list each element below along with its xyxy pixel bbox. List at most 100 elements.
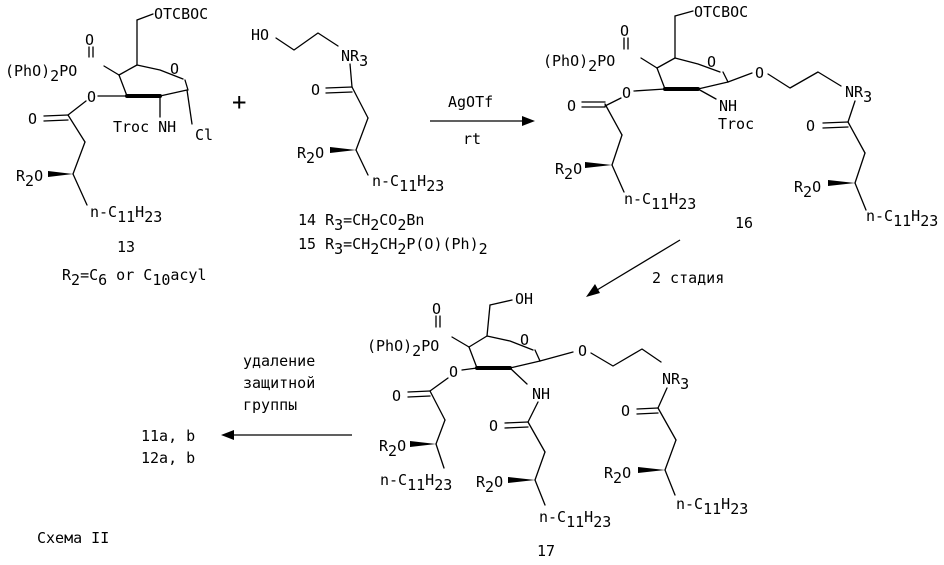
reagent-14-15: HO NR3 O R2O n-C11H23 14 R3=CH2CO2Bn 15 … xyxy=(251,26,488,258)
reagent-14-definition: 14 R3=CH2CO2Bn xyxy=(298,211,424,234)
c17-nh-acyl-bond xyxy=(528,402,538,422)
c17-nh-chain-bond xyxy=(528,422,545,452)
reagent-chain-bond xyxy=(352,87,368,118)
c17-linker-bonds xyxy=(591,349,661,366)
c16-stereo-wedge xyxy=(585,162,612,168)
arrow1-head xyxy=(522,116,535,126)
c13-stereo-wedge xyxy=(48,171,73,177)
c17-ester-oxygen: O xyxy=(449,363,458,381)
c17-nh-chain-bond xyxy=(535,452,545,480)
c17-nh-r2o-label: R2O xyxy=(476,473,503,496)
arrow3-label-line3: группы xyxy=(243,396,297,414)
scheme-caption: Схема II xyxy=(37,529,109,547)
c16-chain-label: n-C11H23 xyxy=(624,190,696,213)
products-line-2: 12a, b xyxy=(141,449,195,467)
c17-carbonyl-oxygen: O xyxy=(392,387,401,405)
reagent-15-definition: 15 R3=CH2CH2P(O)(Ph)2 xyxy=(298,235,488,258)
c16-side-chain-bond xyxy=(855,183,866,210)
products-line-1: 11a, b xyxy=(141,427,195,445)
c13-cl-bond xyxy=(187,90,192,124)
c17-carbonyl-bond xyxy=(408,391,430,392)
arrow3-head xyxy=(221,430,234,440)
c16-anomeric-bond xyxy=(728,73,752,82)
reagent-nr3-label: NR3 xyxy=(341,47,368,70)
c17-chain-label: n-C11H23 xyxy=(380,471,452,494)
c16-ch2-bond xyxy=(675,11,693,16)
c17-r2o-label: R2O xyxy=(379,437,406,460)
c17-ester-bond xyxy=(430,378,448,391)
c17-nh-stereo-wedge xyxy=(508,477,535,483)
reagent-amide-bond xyxy=(350,64,352,87)
c16-carbonyl-oxygen: O xyxy=(567,97,576,115)
c13-chain-label: n-C11H23 xyxy=(90,203,162,226)
c13-ring-bond xyxy=(119,65,137,75)
c16-chain-bond xyxy=(605,104,622,135)
c16-chain-bond xyxy=(612,135,622,165)
c17-ring-bond xyxy=(510,361,540,368)
c16-ring-bond xyxy=(698,82,728,89)
c13-chain-bond xyxy=(73,142,85,174)
c16-r2o-label: R2O xyxy=(555,160,582,183)
c17-ch2-bond xyxy=(487,305,490,336)
c17-amide-carbonyl xyxy=(637,408,658,409)
c17-amide-carbonyl xyxy=(637,413,658,414)
c16-amide-oxygen: O xyxy=(806,117,815,135)
c13-ester-oxygen: O xyxy=(87,88,96,106)
c17-nh-carbonyl-oxygen: O xyxy=(489,417,498,435)
c16-ester-oxygen: O xyxy=(622,84,631,102)
c13-r2o-label: R2O xyxy=(16,167,43,190)
c16-linker-bonds xyxy=(768,72,841,88)
c16-side-chain-bond xyxy=(848,122,865,153)
c17-number: 17 xyxy=(537,542,555,560)
c17-side-chain-label: n-C11H23 xyxy=(676,495,748,518)
c17-ring-bond xyxy=(535,350,540,361)
c13-phosphate-oxygen: O xyxy=(85,31,94,49)
c16-amide-bond xyxy=(848,101,855,122)
c16-side-chain-bond xyxy=(855,153,865,183)
c13-ester-bond xyxy=(68,101,86,115)
reaction-arrow-1: AgOTf rt xyxy=(430,93,535,148)
reagent-carbonyl-bond xyxy=(326,87,352,88)
c17-amide-oxygen: O xyxy=(621,402,630,420)
c16-amide-carbonyl xyxy=(823,122,848,123)
c13-r2-definition: R2=C6 or C10acyl xyxy=(62,266,207,289)
c17-hydroxyl-label: OH xyxy=(515,290,533,308)
c17-chain-bond xyxy=(436,420,445,444)
c16-phosphate-bond xyxy=(641,58,657,68)
c17-ester-o-bond xyxy=(462,368,477,370)
c13-chain-bond xyxy=(73,174,87,205)
reagent-chain-bond xyxy=(356,118,368,150)
reagent-stereo-wedge xyxy=(330,147,356,153)
c16-side-chain-label: n-C11H23 xyxy=(866,207,938,230)
reaction-arrow-3: удаление защитной группы xyxy=(221,352,352,440)
c17-side-chain-bond xyxy=(665,470,675,495)
reagent-ethanol-bonds xyxy=(276,33,338,50)
c13-carbonyl-bond xyxy=(44,115,68,116)
compound-17: O OH O (PhO)2PO O NR3 O R2O n-C11H23 xyxy=(367,290,748,560)
c13-carbonyl-oxygen: O xyxy=(28,110,37,128)
c13-ring-bond xyxy=(160,90,187,96)
reagent-r2o-label: R2O xyxy=(297,144,324,167)
c17-phosphate-bond xyxy=(452,337,469,347)
arrow1-condition-label: rt xyxy=(463,130,481,148)
c17-nh-chain-bond xyxy=(535,480,545,505)
c16-ester-o-bond xyxy=(634,89,665,91)
c17-carbonyl-bond xyxy=(408,396,430,397)
c17-nh-carbonyl xyxy=(505,422,528,423)
c17-side-chain-bond xyxy=(658,408,676,440)
c13-phosphate-bond xyxy=(104,66,119,75)
c17-anomeric-bond xyxy=(540,352,573,361)
arrow3-label-line2: защитной xyxy=(243,374,315,392)
reagent-hydroxyl: HO xyxy=(251,26,269,44)
c17-stereo-wedge xyxy=(410,441,436,447)
compound-13: OTCBOC O O (PhO)2PO O O R2O n-C11H23 Tro… xyxy=(5,5,213,289)
c16-side-stereo-wedge xyxy=(828,180,855,186)
c17-nh-bond xyxy=(510,368,527,384)
c17-side-stereo-wedge xyxy=(638,467,665,473)
c13-ch2-bond xyxy=(137,14,153,20)
c13-chlorine: Cl xyxy=(195,126,213,144)
c16-nh-label: NH xyxy=(719,97,737,115)
c16-ring-bond xyxy=(657,58,675,68)
c17-chain-bond xyxy=(436,444,444,468)
